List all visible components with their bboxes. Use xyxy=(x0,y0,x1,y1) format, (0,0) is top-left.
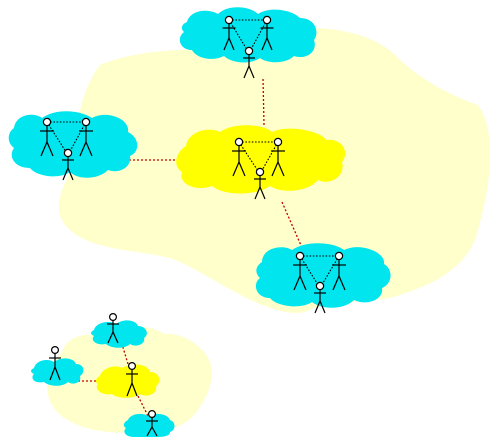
peer-cloud-left xyxy=(8,111,138,181)
small-peer-cloud-bottom xyxy=(123,409,175,437)
stick-figure-icon xyxy=(146,409,158,437)
cloud-shape xyxy=(91,320,147,348)
small-peer-cloud-left xyxy=(31,345,84,386)
stick-figure-icon xyxy=(222,15,236,51)
cloud-shape xyxy=(8,111,138,178)
cluster-top xyxy=(222,15,274,79)
peer-cloud-top xyxy=(179,7,317,79)
link-hub-bottom-right xyxy=(281,201,304,251)
cloud-shape xyxy=(179,7,317,63)
cloud-shape xyxy=(176,125,346,194)
stick-figure-icon xyxy=(314,281,326,314)
stick-figure-icon xyxy=(79,117,93,157)
stick-figure-icon xyxy=(126,361,138,397)
link-small-hub-bottom xyxy=(137,395,151,421)
cloud-shape xyxy=(95,364,160,398)
stick-figure-icon xyxy=(62,148,74,181)
small-hub-cloud xyxy=(95,361,160,398)
link-hub-top xyxy=(262,76,265,126)
stick-figure-icon xyxy=(332,251,346,291)
stick-figure-icon xyxy=(293,251,307,291)
stick-figure-icon xyxy=(243,46,255,79)
stick-figure-icon xyxy=(232,137,246,177)
cluster-hub xyxy=(232,137,285,200)
cluster-bottom-right xyxy=(293,251,346,314)
hub-cloud-large xyxy=(176,125,346,200)
cloud-shape xyxy=(123,413,175,437)
stick-figure-icon xyxy=(260,15,274,51)
stick-figure-icon xyxy=(107,312,119,344)
cloud-shape xyxy=(255,243,391,308)
small-peer-cloud-top xyxy=(91,312,147,348)
stick-figure-icon xyxy=(254,167,266,200)
stick-figure-icon xyxy=(40,117,54,157)
peer-cloud-bottom-right xyxy=(255,243,391,314)
cluster-left xyxy=(40,117,93,181)
stick-figure-icon xyxy=(271,137,285,177)
stick-figure-icon xyxy=(49,345,61,381)
